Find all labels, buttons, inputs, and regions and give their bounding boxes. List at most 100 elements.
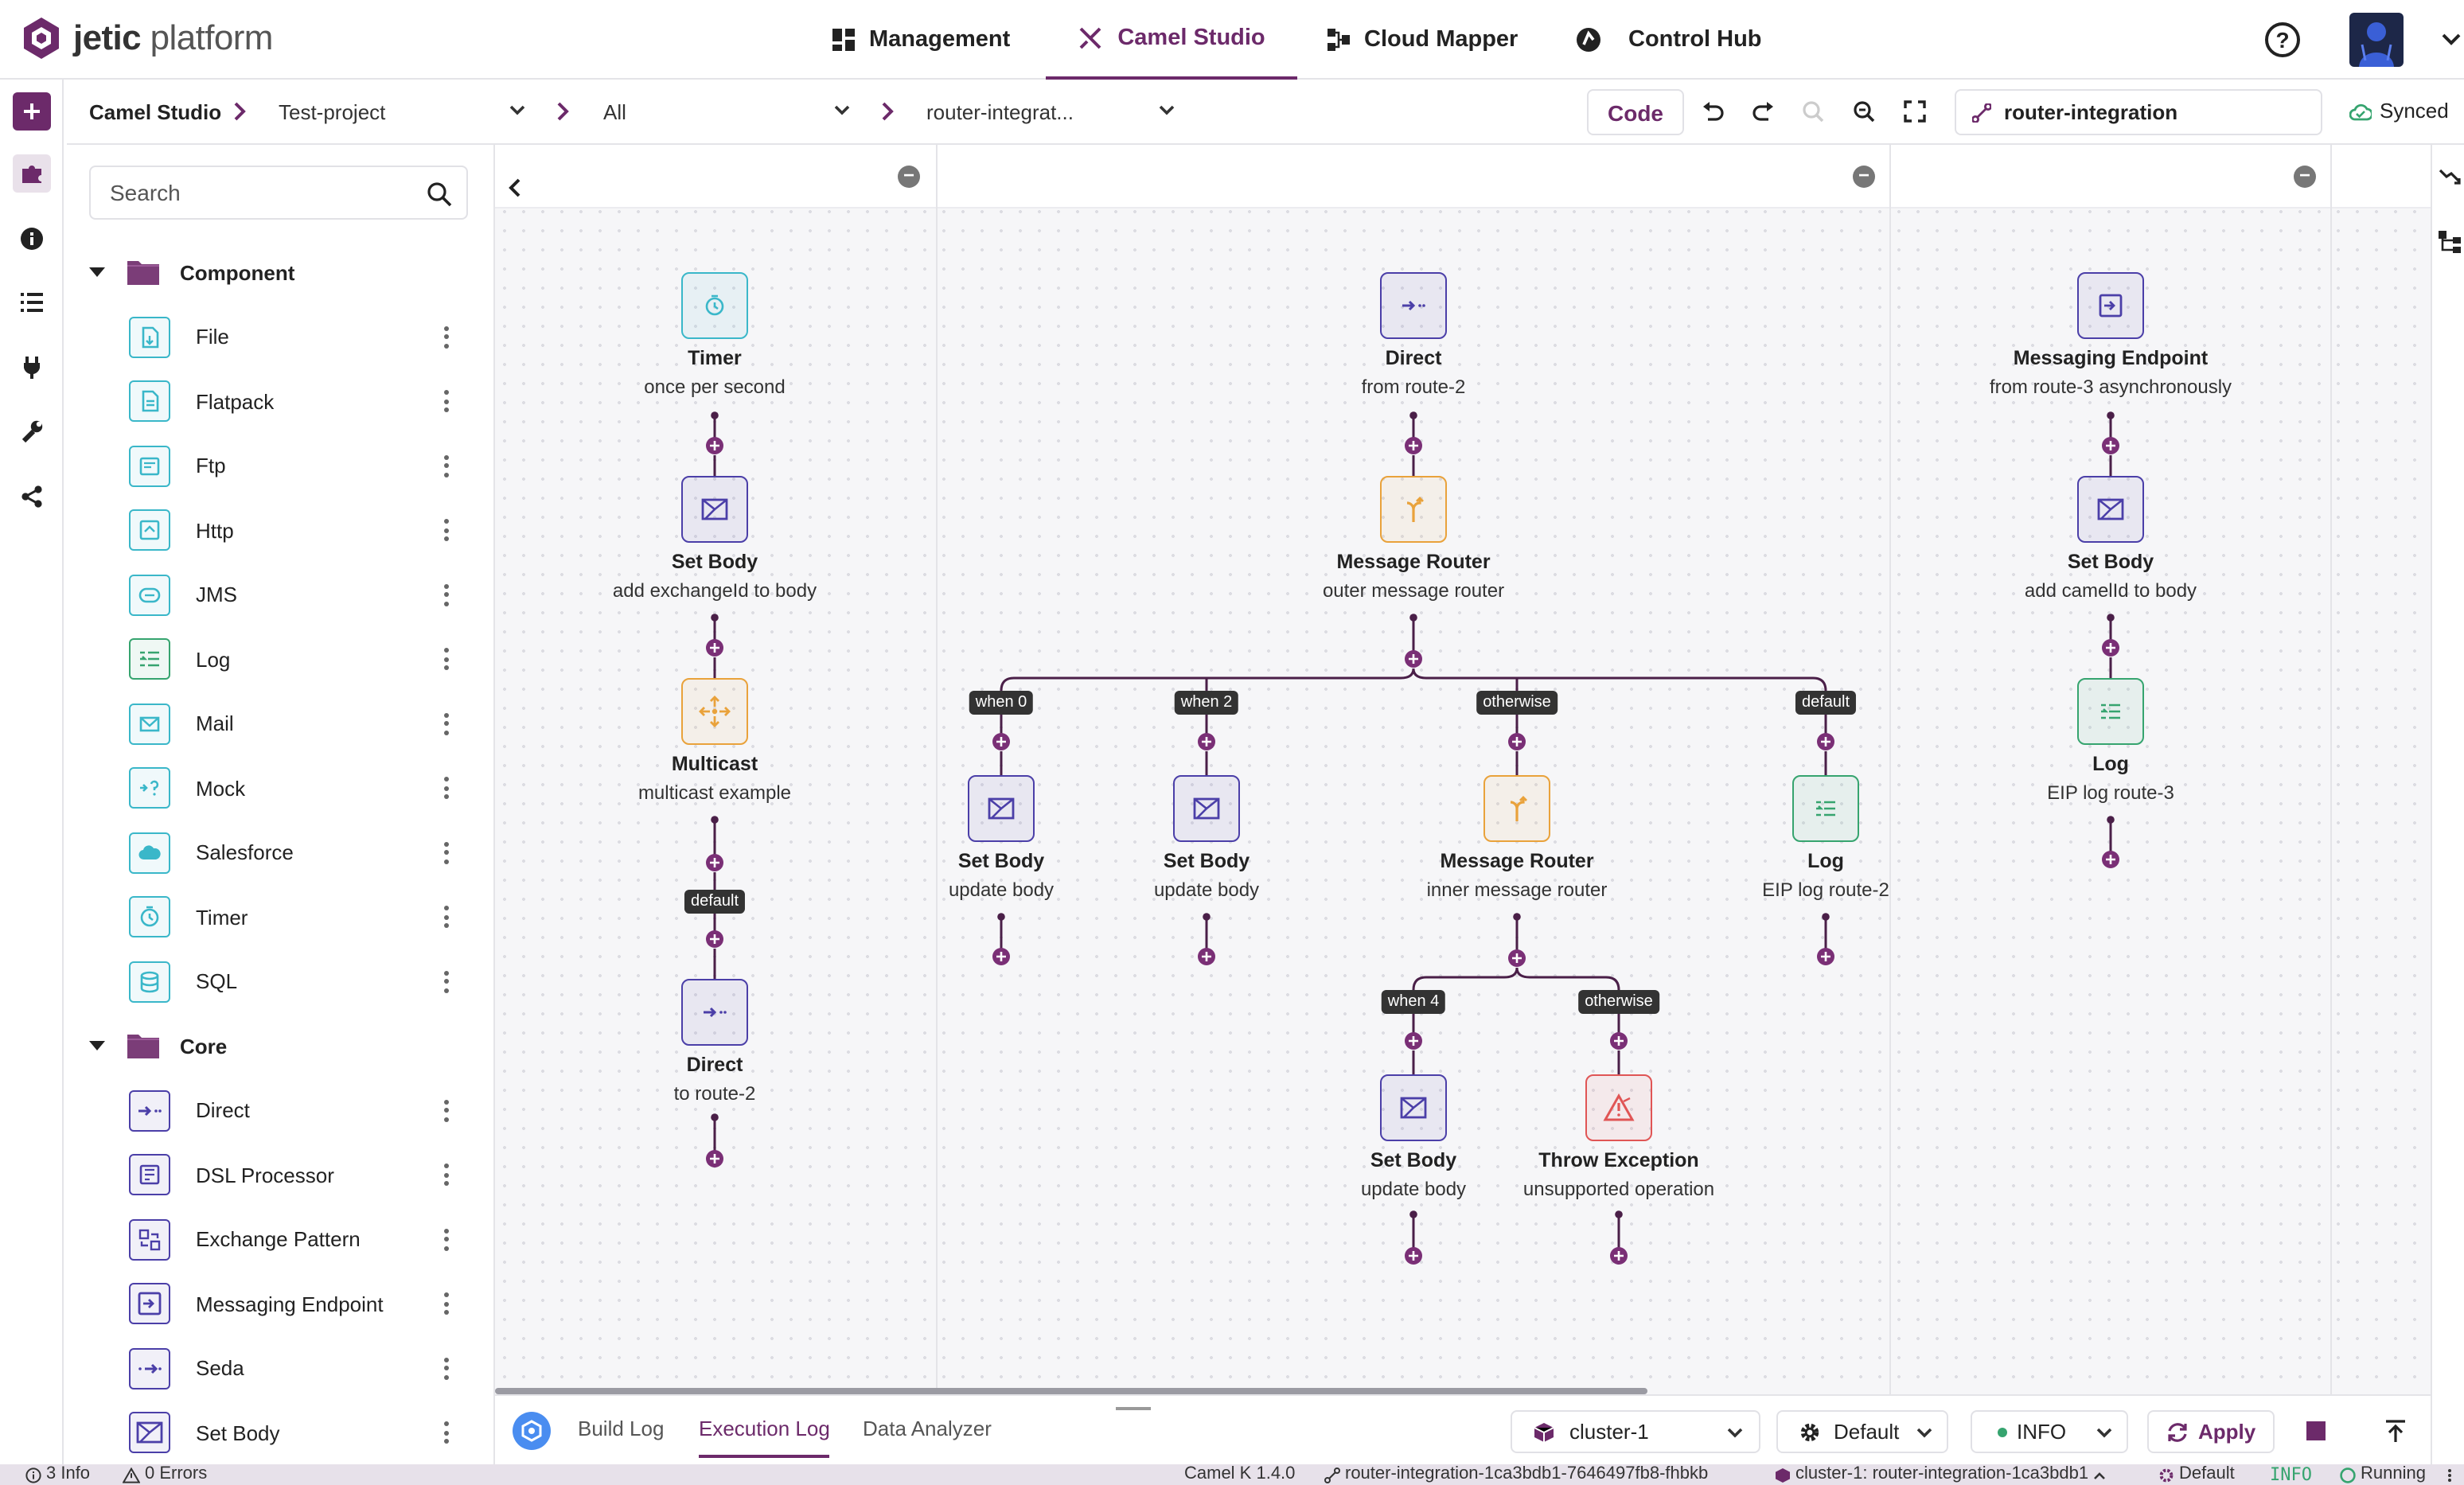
- sidebar-item-salesforce[interactable]: Salesforce: [129, 830, 471, 875]
- collapse-route-icon[interactable]: −: [1853, 165, 1875, 188]
- branch-label[interactable]: otherwise: [1476, 691, 1558, 715]
- add-step-icon[interactable]: [1610, 1032, 1628, 1050]
- add-step-icon[interactable]: [706, 639, 723, 657]
- trend-icon[interactable]: [2439, 167, 2461, 186]
- step-set-body[interactable]: [1380, 1074, 1447, 1141]
- step-multicast[interactable]: [681, 678, 748, 745]
- k8s-icon[interactable]: [513, 1412, 551, 1450]
- kebab-menu-icon[interactable]: [444, 583, 449, 606]
- add-step-icon[interactable]: [1405, 437, 1422, 454]
- sidebar-item-sql[interactable]: SQL: [129, 959, 471, 1004]
- nav-camel-studio[interactable]: Camel Studio: [1046, 0, 1297, 80]
- step-set-body[interactable]: [2077, 476, 2144, 543]
- add-step-icon[interactable]: [1508, 733, 1526, 750]
- stop-icon[interactable]: [2306, 1421, 2326, 1440]
- kebab-menu-icon[interactable]: [444, 712, 449, 735]
- chevron-down-icon[interactable]: [1159, 105, 1175, 118]
- search-input[interactable]: [110, 167, 412, 218]
- kebab-menu-icon[interactable]: [444, 648, 449, 670]
- fullscreen-icon[interactable]: [1899, 95, 1931, 127]
- kebab-menu-icon[interactable]: [444, 1099, 449, 1121]
- step-set-body[interactable]: [681, 476, 748, 543]
- nav-management[interactable]: Management: [832, 0, 1010, 80]
- step-set-body[interactable]: [968, 775, 1035, 842]
- sidebar-item-timer[interactable]: Timer: [129, 895, 471, 939]
- zoom-out-icon[interactable]: [1848, 95, 1880, 127]
- sidebar-item-ftp[interactable]: Ftp: [129, 443, 471, 488]
- add-step-icon[interactable]: [1817, 948, 1834, 965]
- add-step-icon[interactable]: [2102, 639, 2119, 657]
- sidebar-item-direct[interactable]: Direct: [129, 1088, 471, 1132]
- breadcrumb-root[interactable]: Camel Studio: [89, 100, 222, 124]
- step-log[interactable]: [2077, 678, 2144, 745]
- sidebar-item-file[interactable]: File: [129, 314, 471, 359]
- log-level-select[interactable]: INFO: [1971, 1410, 2128, 1453]
- sidebar-item-dsl-processor[interactable]: DSL Processor: [129, 1152, 471, 1197]
- sidebar-item-http[interactable]: Http: [129, 508, 471, 552]
- kebab-menu-icon[interactable]: [444, 841, 449, 863]
- kebab-menu-icon[interactable]: [444, 1421, 449, 1444]
- collapse-route-icon[interactable]: −: [898, 165, 920, 188]
- mapper-icon[interactable]: [2439, 231, 2461, 253]
- cluster-select[interactable]: cluster-1: [1511, 1410, 1760, 1453]
- branch-label[interactable]: when 2: [1174, 691, 1239, 715]
- sidebar-item-messaging-endpoint[interactable]: Messaging Endpoint: [129, 1281, 471, 1326]
- branch-label[interactable]: when 0: [969, 691, 1034, 715]
- step-message-router[interactable]: [1380, 476, 1447, 543]
- collapse-sidebar-icon[interactable]: [508, 178, 520, 197]
- add-step-icon[interactable]: [706, 437, 723, 454]
- group-component[interactable]: Component: [88, 253, 294, 291]
- zoom-in-icon[interactable]: [1797, 95, 1829, 127]
- profile-select[interactable]: Default: [1776, 1410, 1948, 1453]
- branch-label[interactable]: default: [684, 890, 746, 914]
- tab-data-analyzer[interactable]: Data Analyzer: [863, 1417, 992, 1440]
- help-icon[interactable]: ?: [2265, 22, 2300, 57]
- sidebar-item-set-body[interactable]: Set Body: [129, 1410, 471, 1455]
- sidebar-item-mail[interactable]: Mail: [129, 701, 471, 746]
- step-throw-exception[interactable]: [1585, 1074, 1652, 1141]
- search-icon[interactable]: [427, 181, 452, 207]
- chevron-down-icon[interactable]: [2440, 29, 2462, 51]
- kebab-menu-icon[interactable]: [444, 777, 449, 799]
- avatar[interactable]: [2349, 13, 2404, 67]
- add-icon[interactable]: [13, 92, 51, 131]
- nav-control-hub[interactable]: Control Hub: [1576, 0, 1762, 80]
- add-step-icon[interactable]: [2102, 437, 2119, 454]
- puzzle-icon[interactable]: [13, 154, 51, 193]
- add-step-icon[interactable]: [1817, 733, 1834, 750]
- kebab-menu-icon[interactable]: [444, 390, 449, 412]
- step-timer[interactable]: [681, 272, 748, 339]
- add-step-icon[interactable]: [1405, 1247, 1422, 1265]
- group-core[interactable]: Core: [88, 1027, 227, 1065]
- add-step-icon[interactable]: [1198, 948, 1215, 965]
- kebab-menu-icon[interactable]: [444, 970, 449, 992]
- plug-icon[interactable]: [13, 349, 51, 387]
- horizontal-scrollbar[interactable]: [495, 1388, 1647, 1394]
- kebab-menu-icon[interactable]: [444, 1163, 449, 1186]
- step-direct[interactable]: [1380, 272, 1447, 339]
- add-step-icon[interactable]: [1405, 1032, 1422, 1050]
- step-message-router[interactable]: [1483, 775, 1550, 842]
- upload-icon[interactable]: [2386, 1420, 2405, 1444]
- chevron-down-icon[interactable]: [509, 105, 525, 118]
- collapse-route-icon[interactable]: −: [2294, 165, 2316, 188]
- kebab-menu-icon[interactable]: [444, 454, 449, 477]
- chevron-down-icon[interactable]: [834, 105, 850, 118]
- add-step-icon[interactable]: [1610, 1247, 1628, 1265]
- add-step-icon[interactable]: [706, 1150, 723, 1167]
- add-step-icon[interactable]: [1508, 949, 1526, 967]
- step-log[interactable]: [1792, 775, 1859, 842]
- kebab-menu-icon[interactable]: [444, 906, 449, 928]
- wrench-icon[interactable]: [13, 412, 51, 450]
- project-select[interactable]: Test-project: [279, 100, 386, 124]
- cluster-route[interactable]: cluster-1: router-integration-1ca3bdb1: [1775, 1464, 2106, 1485]
- filter-select[interactable]: All: [603, 100, 626, 124]
- tab-build-log[interactable]: Build Log: [578, 1417, 665, 1440]
- info-count[interactable]: 3 Info: [25, 1464, 90, 1485]
- add-step-icon[interactable]: [992, 733, 1010, 750]
- undo-icon[interactable]: [1697, 95, 1729, 127]
- integration-name-field[interactable]: router-integration: [1955, 89, 2322, 135]
- info-icon[interactable]: [13, 220, 51, 258]
- sidebar-item-seda[interactable]: Seda: [129, 1346, 471, 1390]
- step-direct[interactable]: [681, 979, 748, 1046]
